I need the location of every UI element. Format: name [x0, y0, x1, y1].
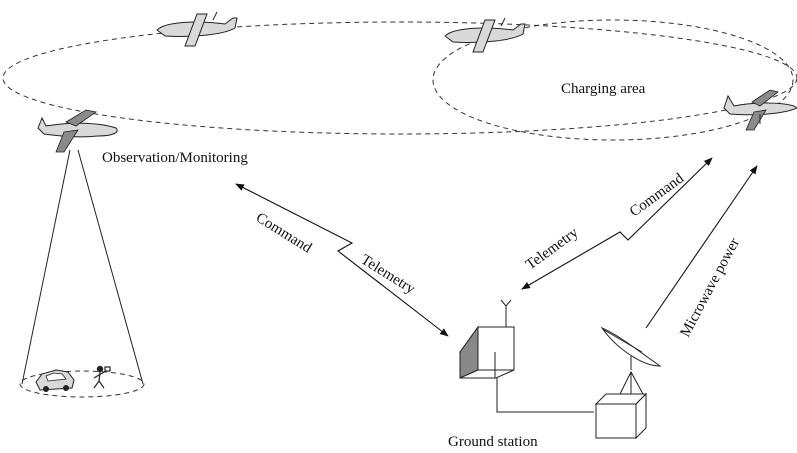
left-link-arrow — [235, 183, 449, 337]
person-icon — [93, 365, 111, 389]
microwave-beam-arrow — [645, 165, 758, 329]
uav-icon — [156, 11, 238, 47]
control-box — [594, 392, 648, 440]
antenna-icon — [500, 299, 512, 327]
car-icon — [35, 369, 75, 392]
microwave-power-label: Microwave power — [677, 236, 743, 340]
observation-cone-right — [77, 149, 144, 385]
left-telemetry-label: Telemetry — [358, 252, 418, 298]
microwave-dish-icon — [600, 326, 662, 395]
ground-station-label: Ground station — [448, 434, 538, 450]
right-command-label: Command — [627, 170, 687, 220]
right-link-arrow — [521, 157, 713, 290]
ground-cable — [496, 378, 594, 413]
observation-footprint — [19, 370, 145, 398]
observation-label: Observation/Monitoring — [102, 150, 248, 166]
solar-uav-icon — [723, 89, 797, 131]
observation-cone-left — [21, 149, 71, 385]
uav-icon — [444, 17, 526, 53]
right-telemetry-label: Telemetry — [523, 224, 582, 273]
left-command-label: Command — [253, 210, 315, 257]
flight-orbit — [2, 21, 797, 135]
charging-area-label: Charging area — [561, 81, 646, 97]
ground-station-house — [459, 325, 516, 379]
charging-area-ellipse — [432, 19, 794, 141]
solar-uav-icon — [37, 109, 118, 153]
